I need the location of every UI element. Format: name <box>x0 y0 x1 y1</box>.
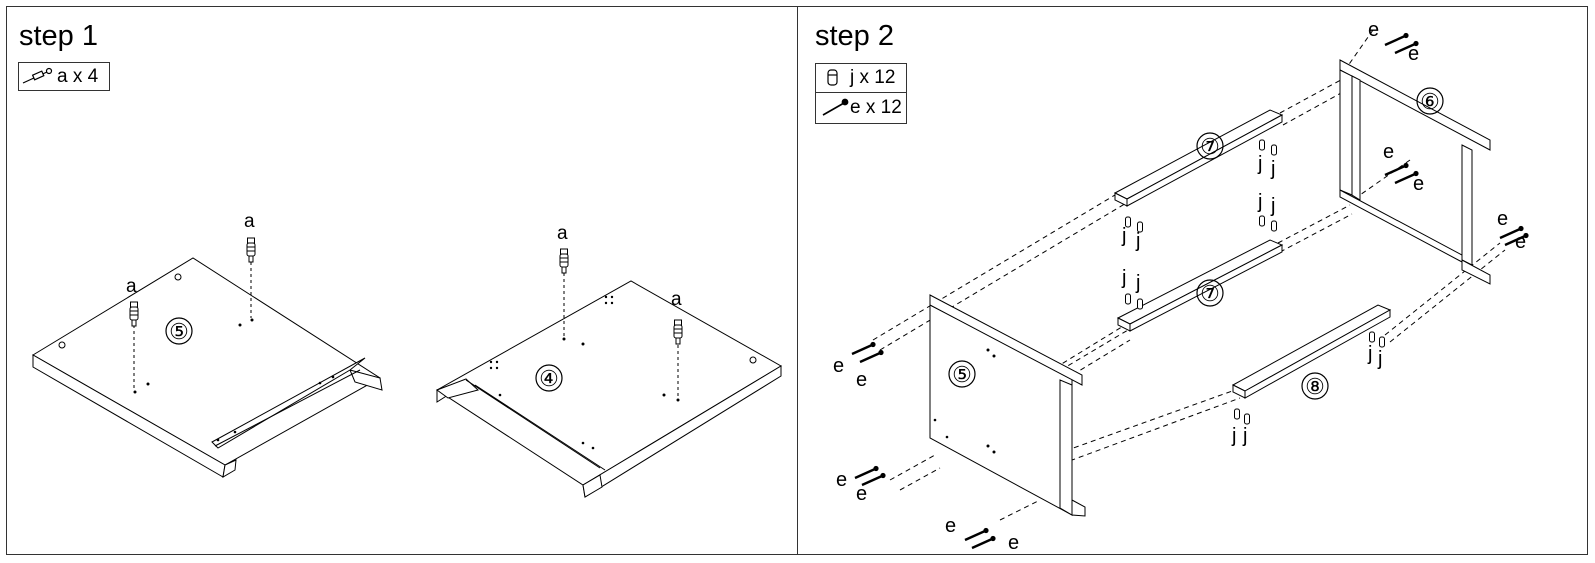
step1-title: step 1 <box>19 20 98 52</box>
bolt-a-label: a <box>126 276 137 297</box>
diagram-label: e <box>1008 532 1019 554</box>
panel-5-dash-guides <box>133 262 252 390</box>
diagram-label: e <box>856 369 867 391</box>
dowel-j-icon <box>827 69 838 86</box>
part-6-callout <box>1416 87 1444 115</box>
diagram-label: e <box>1368 19 1379 41</box>
diagram-label: j <box>1270 195 1275 217</box>
step2-legend-j-text: j x 12 <box>850 67 896 88</box>
part-8-callout <box>1301 372 1329 400</box>
shelf-7-upper <box>1113 109 1284 207</box>
diagram-label: j <box>1257 191 1262 213</box>
diagram-label: j <box>1242 425 1247 447</box>
part-7-number: ⑦ <box>1200 134 1220 159</box>
bolt-a-label: a <box>557 223 568 244</box>
diagram-label: j <box>1377 348 1382 370</box>
part-5-number: ⑤ <box>952 362 972 387</box>
part-4-number: ④ <box>539 366 559 391</box>
diagram-label: e <box>833 355 844 377</box>
diagram-label: e <box>836 469 847 491</box>
diagram-label: j <box>1257 153 1262 175</box>
part-8-number: ⑧ <box>1305 374 1325 399</box>
diagram-label: j <box>1270 158 1275 180</box>
part-5-callout <box>948 360 976 388</box>
side-panel-5 <box>929 294 1086 517</box>
diagram-label: j <box>1121 225 1126 247</box>
diagram-label: j <box>1135 272 1140 294</box>
diagram-label: e <box>1408 43 1419 65</box>
step2-title: step 2 <box>815 20 894 52</box>
part-7-number: ⑦ <box>1200 281 1220 306</box>
panel-5-board <box>32 257 383 478</box>
part-6-number: ⑥ <box>1420 89 1440 114</box>
screw-e-labels: ee ee ee ee ee ee <box>833 19 1526 554</box>
panel-divider <box>797 6 798 555</box>
part-7-callout <box>1196 132 1224 160</box>
panel-5-holes <box>133 318 335 442</box>
panel-4-board <box>435 280 782 498</box>
rail-8 <box>1231 304 1392 399</box>
diagram-label: j <box>1121 267 1126 289</box>
part-4-callout <box>535 364 563 392</box>
part-5-callout <box>165 317 193 345</box>
bolt-a-label: a <box>244 211 255 232</box>
diagram-label: e <box>1383 141 1394 163</box>
bolt-a-icon <box>22 67 53 84</box>
diagram-label: e <box>945 515 956 537</box>
step2-legend-e-text: e x 12 <box>850 97 902 118</box>
side-frame-6 <box>1339 59 1491 285</box>
diagram-label: j <box>1231 425 1236 447</box>
panel-4-dash-guides <box>563 273 679 398</box>
screw-e-icon <box>822 98 849 116</box>
diagram-label: e <box>1413 173 1424 195</box>
panel-4-holes <box>489 295 680 450</box>
diagram-label: e <box>856 483 867 505</box>
part-5-number: ⑤ <box>169 319 189 344</box>
diagram-label: e <box>1515 231 1526 253</box>
step2-legend-screw-e: e x 12 <box>815 92 907 124</box>
step1-legend-text: a x 4 <box>57 65 99 87</box>
bolt-a-label: a <box>671 289 682 310</box>
diagram-label: j <box>1367 343 1372 365</box>
side-panel-5-holes <box>933 348 996 454</box>
diagram-label: j <box>1135 230 1140 252</box>
diagram-label: e <box>1497 208 1508 230</box>
part-7-callout <box>1196 279 1224 307</box>
step2-legend-dowel-j: j x 12 <box>815 63 907 93</box>
step1-legend-bolt-a: a x 4 <box>18 62 110 91</box>
shelf-7-lower <box>1116 239 1284 332</box>
